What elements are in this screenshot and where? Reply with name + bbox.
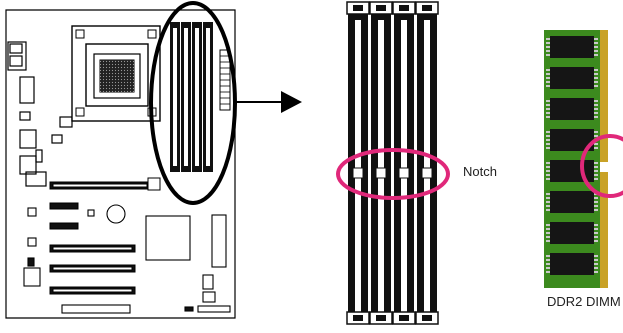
right-arrow-icon [236, 91, 302, 113]
dimm-memory-chip [550, 191, 594, 213]
enlarged-dimm-slot [346, 1, 370, 325]
dimm-memory-chip [550, 98, 594, 120]
dimm-memory-chip [550, 222, 594, 244]
board-components [23, 204, 231, 314]
dimm-highlight-ellipse [149, 1, 237, 205]
dimm-memory-chip [550, 160, 594, 182]
dimm-memory-chip [550, 129, 594, 151]
cpu-socket [71, 25, 161, 122]
dimm-label: DDR2 DIMM [547, 294, 621, 309]
enlarged-dimm-slot [392, 1, 416, 325]
dimm-memory-chip [550, 36, 594, 58]
notch-label: Notch [463, 164, 497, 179]
dimm-memory-chip [550, 67, 594, 89]
enlarged-dimm-slot [415, 1, 439, 325]
ddr2-dimm-module [544, 30, 610, 288]
motherboard [5, 9, 236, 319]
dimm-memory-chip [550, 253, 594, 275]
board-dimm-slots [170, 22, 213, 172]
notch-highlight-ellipse [336, 148, 450, 200]
dimm-notch-highlight [580, 134, 623, 198]
enlarged-dimm-slot [369, 1, 393, 325]
enlarged-dimm-slots [346, 1, 439, 325]
expansion-slots [49, 177, 161, 295]
